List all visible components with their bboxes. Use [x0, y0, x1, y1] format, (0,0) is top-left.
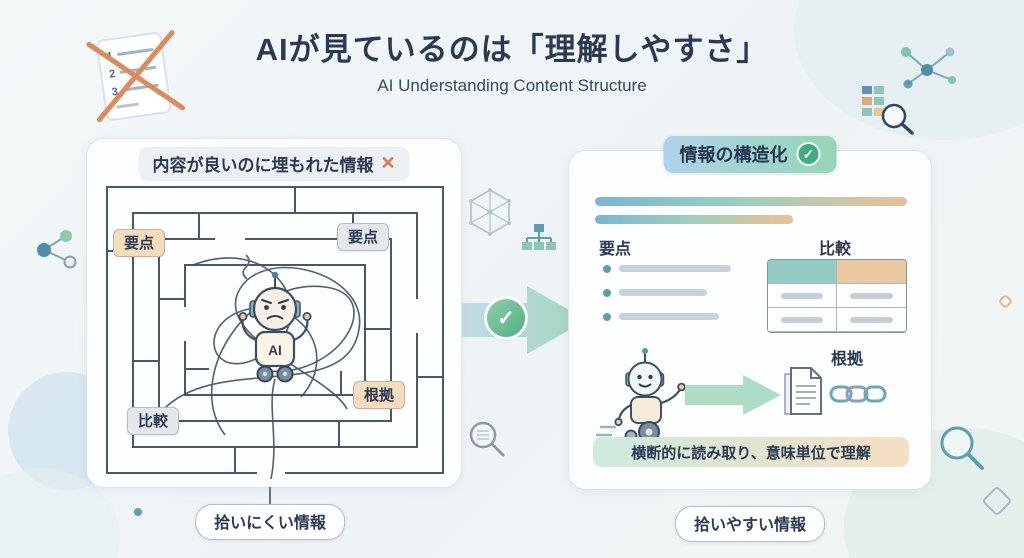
section-keypoint-label: 要点: [599, 241, 632, 258]
comparison-table: [767, 259, 907, 333]
table-cell: [837, 284, 906, 308]
buried-info-panel: 内容が良いのに埋もれた情報 ✕: [86, 138, 462, 488]
document-icon: [784, 367, 822, 415]
confused-robot: AI: [238, 254, 312, 383]
left-panel-title: 内容が良いのに埋もれた情報: [152, 156, 374, 175]
structured-info-panel: 情報の構造化 ✓ 要点 比較 根拠: [568, 136, 932, 490]
happy-robot: [595, 348, 686, 443]
chain-link-icon: [829, 385, 887, 403]
svg-text:3: 3: [111, 86, 119, 99]
robot-chest-label: AI: [268, 343, 282, 358]
content-bar: [595, 215, 793, 224]
crossed-list-icon: 1 2 3: [86, 30, 186, 123]
right-panel-title: 情報の構造化: [679, 145, 788, 165]
check-badge-icon: ✓: [796, 142, 821, 166]
x-mark-icon: ✕: [380, 153, 396, 173]
hexagon-network-icon: [469, 188, 511, 236]
understanding-note: 横断的に読み取り、意味単位で理解: [593, 437, 909, 467]
tag-comparison: 比較: [127, 407, 180, 435]
bullet-line: [619, 289, 707, 296]
table-header-cell: [768, 260, 837, 284]
section-evidence-label: 根拠: [831, 351, 864, 368]
accent-dot: [134, 508, 142, 516]
left-panel-header: 内容が良いのに埋もれた情報 ✕: [138, 147, 410, 181]
content-bar: [595, 197, 907, 206]
left-footer-pill: 拾いにくい情報: [195, 504, 345, 540]
check-mark: ✓: [497, 306, 515, 330]
table-cell: [768, 284, 837, 308]
reading-arrow: [685, 375, 781, 415]
bullet-line: [619, 313, 719, 320]
page-subtitle: AI Understanding Content Structure: [377, 76, 647, 95]
page-title: AIが見ているのは「理解しやすさ」: [255, 32, 769, 67]
table-cell: [837, 308, 906, 332]
check-circle-icon: ✓: [487, 299, 525, 337]
chart-magnifier-icon: [862, 86, 914, 135]
tag-evidence: 根拠: [353, 381, 406, 409]
left-connector-line: [269, 487, 271, 505]
bullet-icon: [603, 289, 611, 297]
bullet-icon: [603, 265, 611, 273]
tag-keypoint-right: 要点: [337, 223, 390, 251]
bullet-line: [619, 265, 731, 272]
diamond-icon: [997, 293, 1014, 310]
svg-text:2: 2: [108, 68, 116, 81]
right-panel-header: 情報の構造化 ✓: [663, 136, 837, 173]
bullet-icon: [603, 313, 611, 321]
section-comparison-label: 比較: [819, 241, 852, 258]
org-chart-icon: [522, 224, 556, 250]
table-header-cell: [837, 260, 906, 284]
table-cell: [768, 308, 837, 332]
molecule-icon: [37, 230, 77, 269]
molecule-network-icon: [901, 47, 956, 89]
magnifier-icon: [469, 421, 505, 457]
tag-keypoint-left: 要点: [113, 229, 166, 257]
magnifier-icon: [940, 426, 984, 470]
right-footer-pill: 拾いやすい情報: [674, 506, 826, 542]
